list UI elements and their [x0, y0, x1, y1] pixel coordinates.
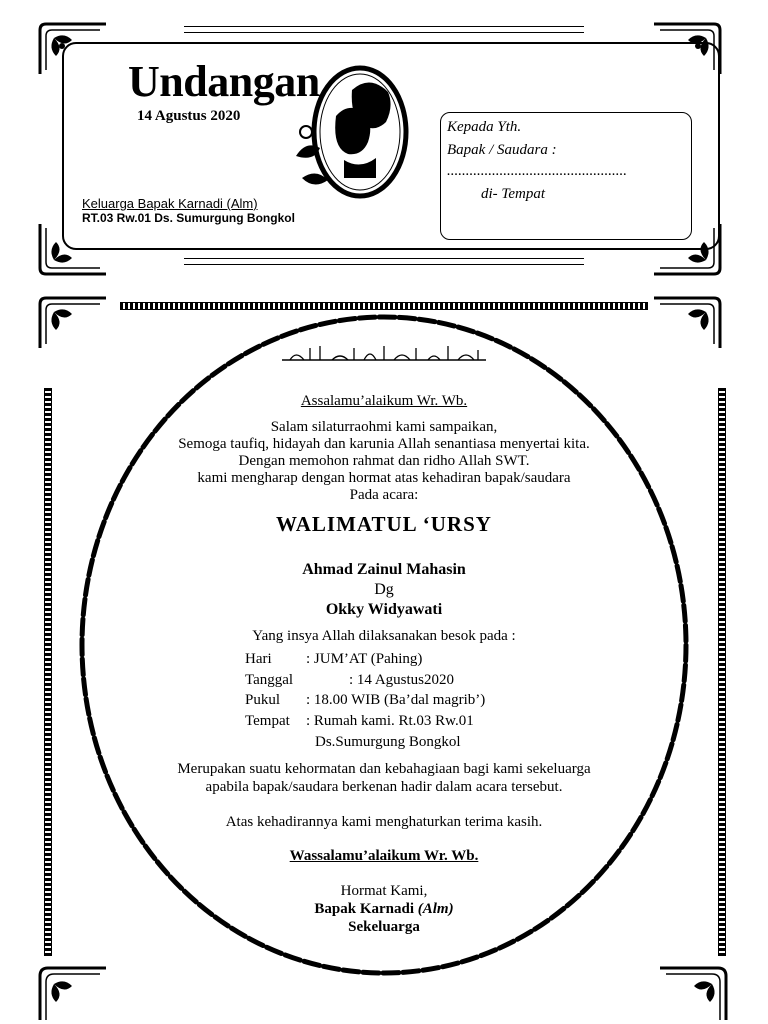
- family-name: Keluarga Bapak Karnadi (Alm): [82, 196, 258, 211]
- groom-name: Ahmad Zainul Mahasin: [302, 561, 466, 578]
- floral-corner-icon: [654, 224, 722, 276]
- left-chain-border: [44, 388, 52, 956]
- couple-portrait-icon: [296, 65, 409, 199]
- address-to: Kepada Yth.: [447, 119, 522, 135]
- schedule-intro: Yang insya Allah dilaksanakan besok pada…: [252, 628, 516, 644]
- conjunction: Dg: [374, 581, 394, 598]
- intro-line-4: kami mengharap dengan hormat atas kehadi…: [197, 470, 571, 486]
- signature-family: Sekeluarga: [348, 919, 420, 935]
- bride-name: Okky Widyawati: [325, 601, 443, 618]
- closing-line-1: Merupakan suatu kehormatan dan kebahagia…: [177, 761, 591, 777]
- floral-corner-icon: [38, 224, 106, 276]
- family-address: RT.03 Rw.01 Ds. Sumurgung Bongkol: [82, 211, 295, 225]
- header-bottom-rule: [184, 258, 584, 265]
- top-rule: [184, 26, 584, 33]
- floral-corner-icon: [38, 296, 106, 348]
- detail-label-date: Tanggal: [245, 672, 294, 688]
- greeting: Assalamu’alaikum Wr. Wb.: [300, 393, 468, 409]
- closing-line-2: apabila bapak/saudara berkenan hadir dal…: [205, 779, 563, 795]
- floral-corner-icon: [654, 22, 722, 74]
- address-salutation: Bapak / Saudara :: [447, 142, 557, 158]
- floral-corner-icon: [654, 296, 722, 348]
- address-box: Kepada Yth. Bapak / Saudara : ..........…: [440, 112, 692, 240]
- event-title: WALIMATUL ‘URSY: [276, 512, 492, 536]
- invitation-title: Undangan: [128, 57, 320, 106]
- intro-line-5: Pada acara:: [349, 487, 419, 503]
- header-card: [62, 42, 720, 250]
- signature-alm: (Alm): [417, 901, 454, 917]
- address-place: di- Tempat: [481, 186, 546, 202]
- detail-value-date: : 14 Agustus2020: [349, 672, 455, 688]
- floral-corner-icon: [660, 966, 728, 1020]
- detail-label-time: Pukul: [245, 692, 281, 708]
- floral-corner-icon: [38, 966, 106, 1020]
- sign-intro: Hormat Kami,: [340, 883, 428, 899]
- signature-name: Bapak Karnadi: [314, 901, 415, 917]
- header-date: 14 Agustus 2020: [137, 108, 241, 124]
- bismillah-calligraphy-icon: [282, 346, 486, 361]
- detail-place-cont: Ds.Sumurgung Bongkol: [315, 734, 461, 750]
- detail-value-day: : JUM’AT (Pahing): [306, 651, 423, 667]
- detail-label-place: Tempat: [245, 713, 290, 729]
- intro-line-1: Salam silaturraohmi kami sampaikan,: [270, 419, 498, 435]
- detail-label-day: Hari: [245, 651, 272, 667]
- farewell: Wassalamu’alaikum Wr. Wb.: [289, 848, 479, 864]
- thanks-line: Atas kehadirannya kami menghaturkan teri…: [225, 814, 543, 830]
- detail-value-place: : Rumah kami. Rt.03 Rw.01: [306, 713, 474, 729]
- intro-line-2: Semoga taufiq, hidayah dan karunia Allah…: [178, 436, 590, 452]
- address-dots: ........................................…: [447, 163, 627, 179]
- detail-value-time: : 18.00 WIB (Ba’dal magrib’): [306, 692, 486, 708]
- signature-line: Bapak Karnadi (Alm): [0, 901, 768, 918]
- intro-line-3: Dengan memohon rahmat dan ridho Allah SW…: [238, 453, 530, 469]
- right-chain-border: [718, 388, 726, 956]
- top-chain-border: [120, 302, 648, 310]
